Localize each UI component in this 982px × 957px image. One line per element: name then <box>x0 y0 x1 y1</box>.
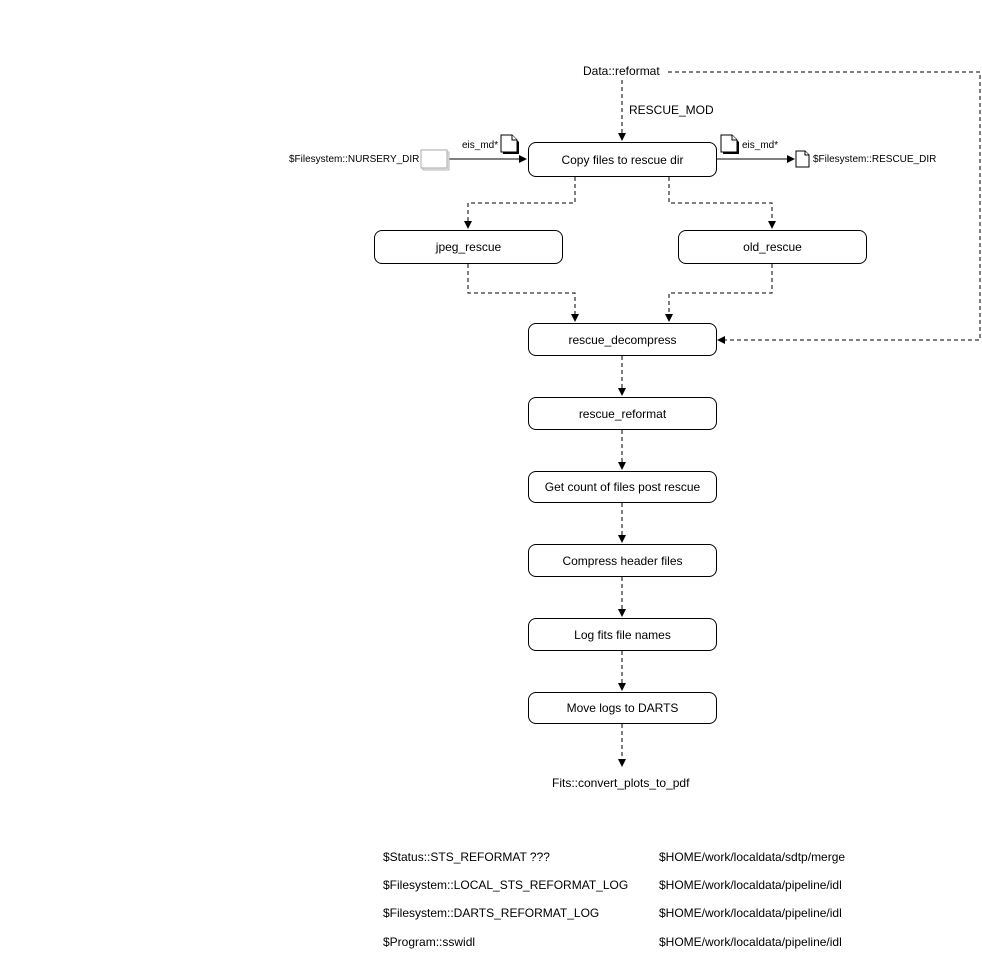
source-label: Data::reformat <box>583 64 660 78</box>
edge-jpeg-to-decompress <box>467 264 579 322</box>
variable-name: $Program::sswidl <box>383 935 476 949</box>
node-log-fits[interactable]: Log fits file names <box>528 618 717 651</box>
variable-value: $HOME/work/localdata/pipeline/idl <box>659 878 842 892</box>
document-icon <box>720 134 739 154</box>
edge-source-to-decompress <box>668 71 981 344</box>
rescue-dir-label: $Filesystem::RESCUE_DIR <box>813 154 937 165</box>
node-compress-headers[interactable]: Compress header files <box>528 544 717 577</box>
variable-value: $HOME/work/localdata/sdtp/merge <box>659 850 846 864</box>
edge-copy-to-jpeg <box>464 177 576 229</box>
variable-name: $Status::STS_REFORMAT ??? <box>383 850 550 864</box>
document-icon <box>795 150 810 168</box>
edge-old-to-decompress <box>665 264 773 322</box>
eis-md-label-right: eis_md* <box>742 140 779 151</box>
nursery-dir-label: $Filesystem::NURSERY_DIR <box>289 154 420 165</box>
document-icon <box>500 134 519 154</box>
node-move-logs[interactable]: Move logs to DARTS <box>528 692 717 724</box>
node-copy-files[interactable]: Copy files to rescue dir <box>528 142 717 177</box>
edge-copy-to-old <box>668 177 776 229</box>
node-rescue-decompress[interactable]: rescue_decompress <box>528 323 717 356</box>
variable-name: $Filesystem::DARTS_REFORMAT_LOG <box>383 906 600 920</box>
sink-label: Fits::convert_plots_to_pdf <box>552 776 690 790</box>
node-get-count[interactable]: Get count of files post rescue <box>528 471 717 503</box>
node-jpeg-rescue[interactable]: jpeg_rescue <box>374 230 563 264</box>
node-rescue-reformat[interactable]: rescue_reformat <box>528 397 717 430</box>
folder-icon <box>420 149 450 171</box>
eis-md-label-left: eis_md* <box>462 140 499 151</box>
rescue-mod-label: RESCUE_MOD <box>629 103 714 117</box>
variable-name: $Filesystem::LOCAL_STS_REFORMAT_LOG <box>383 878 629 892</box>
variable-value: $HOME/work/localdata/pipeline/idl <box>659 935 842 949</box>
node-old-rescue[interactable]: old_rescue <box>678 230 867 264</box>
variable-value: $HOME/work/localdata/pipeline/idl <box>659 906 842 920</box>
